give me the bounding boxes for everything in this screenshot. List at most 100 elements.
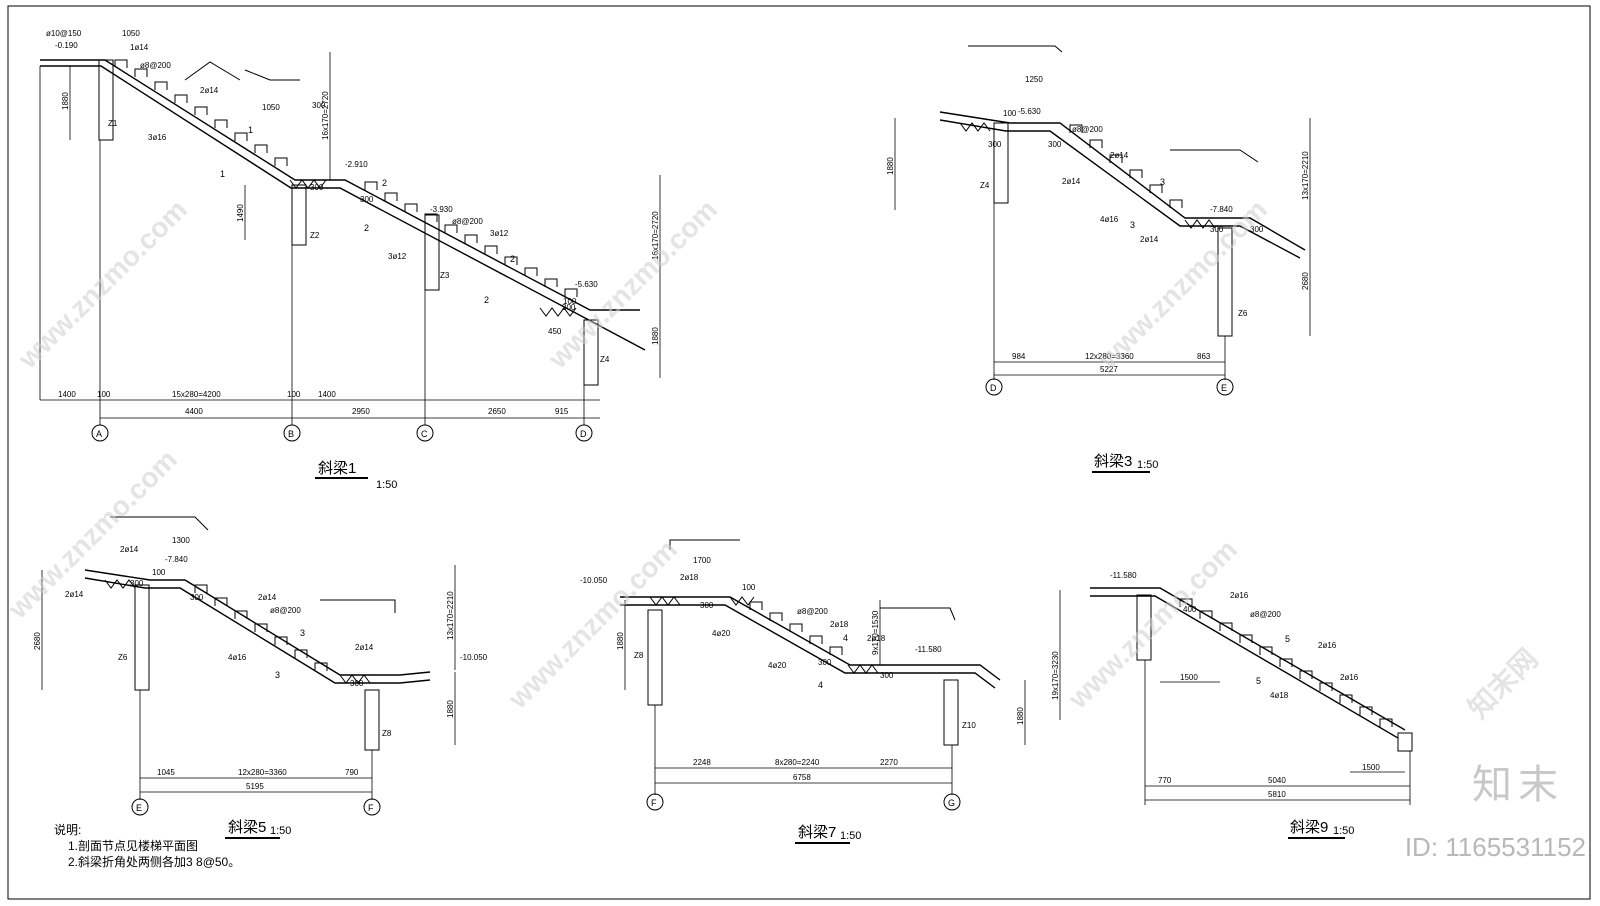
drawing-scale: 1:50 [1137,459,1158,471]
stair-steps [1069,124,1183,208]
section-mark: 3 [300,628,305,638]
dim-text: 1300 [172,536,190,545]
dim-text: 2950 [352,407,370,416]
watermark-site-text: www.znzmo.com [1062,534,1243,715]
rebar-label: 1ø14 [130,43,149,52]
dim-text: 300 [1250,225,1264,234]
watermark-site-text: www.znzmo.com [12,194,193,375]
dim-text: 5810 [1268,790,1286,799]
section-mark: 1 [220,169,225,179]
beam-bottom-line [84,577,431,684]
section-mark: 5 [1285,634,1290,644]
rebar-label: ø8@200 [797,607,828,616]
axis-bubble-f [646,793,664,811]
beam-top-line [40,59,640,311]
axis-label-d: D [580,429,587,439]
height-text: 16x170=2720 [651,211,660,260]
axis-bubble-f [363,798,381,816]
column-z4 [993,122,1009,204]
dim-text: 100 [563,297,577,306]
column-stub [1136,594,1152,661]
section-mark: 2 [364,223,369,233]
dim-text: 450 [548,327,562,336]
axis-bubble-d [575,424,593,442]
leader-19 [880,607,956,621]
rebar-label: ø8@200 [140,61,171,70]
axis-label-f: F [651,798,657,808]
dim-text: 5040 [1268,776,1286,785]
dim-text: 300 [350,679,364,688]
elevation-label: -0.190 [55,41,78,50]
section-mark: 4 [843,633,848,643]
dim-text: 15x280=4200 [172,390,221,399]
stirrups-2 [339,674,371,684]
elevation-label: -7.840 [1210,205,1233,214]
axis-bubble-e [1216,378,1234,396]
section-mark: 2 [382,178,387,188]
axis-bubble-a [91,424,109,442]
beam-top-line [84,569,431,676]
column-z2 [291,184,307,246]
rebar-label: 2ø14 [1110,151,1129,160]
dim-text: 12x280=3360 [1085,352,1134,361]
beam-bottom-line [939,119,1301,259]
height-text: 1490 [236,204,245,222]
height-text: 16x170=2720 [321,91,330,140]
section-drawing-9: -11.580 770 5040 5810 1500 1500 19x170=3… [1051,571,1413,839]
rebar-label: ø8@200 [452,217,483,226]
dim-text: 300 [562,303,576,312]
dim-text: 300 [310,183,324,192]
height-text: 1880 [886,157,895,175]
elevation-label: -5.630 [1018,107,1041,116]
dim-text: 300 [1210,225,1224,234]
column-label: Z3 [440,271,450,280]
leader-4 [184,61,241,81]
rebar-label: 2ø14 [355,643,374,652]
rebar-label: ø8@200 [1072,125,1103,134]
axis-label-b: B [288,429,294,439]
dim-text: 1250 [1025,75,1043,84]
rebar-label: 2ø14 [1140,235,1159,244]
rebar-label: ø8@200 [1250,610,1281,619]
dim-text: 1045 [157,768,175,777]
stirrups-3 [847,664,879,674]
note-item: 2.斜梁折角处两侧各加3 8@50。 [68,855,241,869]
dim-text: 300 [360,195,374,204]
axis-label-f: F [368,803,374,813]
height-text: 2680 [1301,272,1310,290]
section-mark: 3 [275,670,280,680]
rebar-label: 3ø16 [148,133,167,142]
dim-text: 1050 [122,29,140,38]
note-item: 1.剖面节点见楼梯平面图 [68,839,199,853]
section-drawing-7: F G -10.050 -11.580 2248 8x280=2240 2270… [580,539,1026,844]
height-text: 9x170=1530 [871,610,880,655]
stirrups-1 [289,179,327,189]
rebar-label: 2ø18 [867,634,886,643]
section-mark: 2 [484,295,489,305]
elevation-label: -11.580 [1110,571,1137,580]
rebar-label: 2ø14 [120,545,139,554]
drawing-title: 斜梁5 [228,819,266,836]
leader-13 [320,599,396,613]
dim-text: 100 [152,568,166,577]
height-text: 1880 [1016,707,1025,725]
dim-text: 1500 [1362,763,1380,772]
rebar-label: 2ø14 [200,86,219,95]
beam-bottom-line [620,604,996,689]
rebar-label: 4ø16 [1100,215,1119,224]
column-label: Z1 [108,119,118,128]
column-z8 [364,689,380,751]
axis-label-a: A [96,429,102,439]
rebar-label: 3ø12 [388,252,407,261]
column-label: Z8 [382,729,392,738]
rebar-label: 2ø14 [1062,177,1081,186]
height-text: 1880 [616,632,625,650]
dim-text: 8x280=2240 [775,758,820,767]
dim-text: 300 [312,101,326,110]
axis-bubble-d [985,378,1003,396]
id-watermark: ID: 1165531152 [1404,832,1586,862]
leader-3 [244,69,300,81]
drawing-title: 斜梁3 [1094,453,1132,470]
leader-11 [1170,149,1259,163]
dim-text: 100 [1003,109,1017,118]
